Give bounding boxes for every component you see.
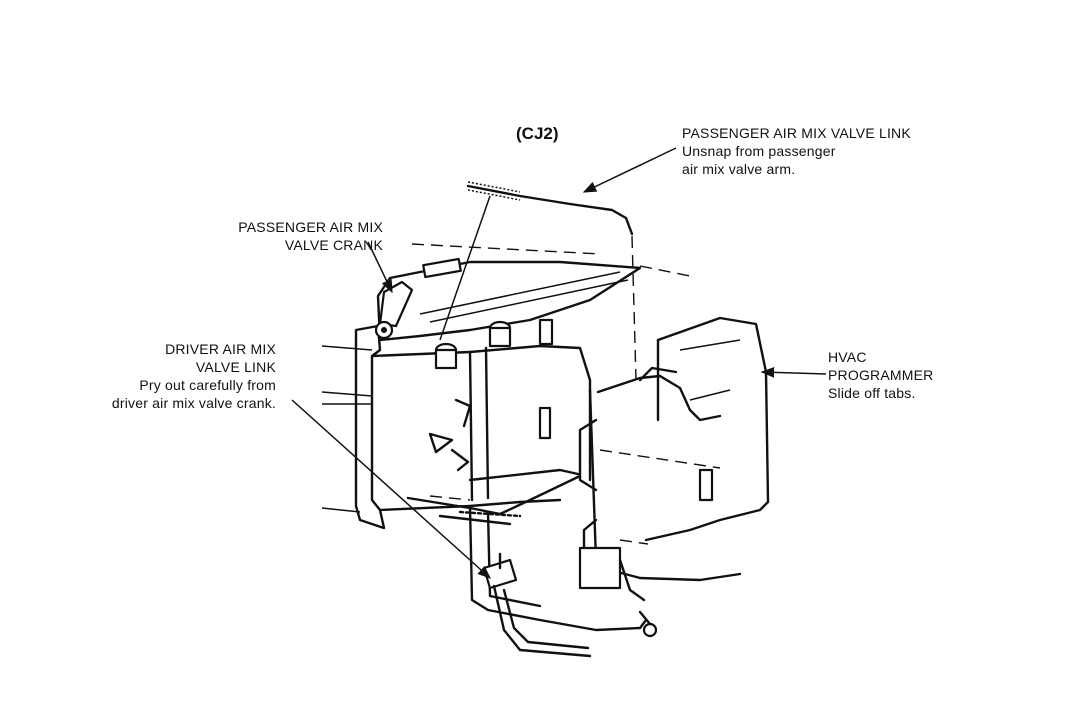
passenger-crank-line2: VALVE CRANK [284,237,383,253]
programmer-line1: HVAC [828,349,867,365]
passenger-link-line2: air mix valve arm. [682,161,796,177]
reference-lines [321,235,721,545]
programmer-line2: PROGRAMMER [828,367,934,383]
diagram-code: (CJ2) [516,124,559,143]
leader-arrows [291,147,827,579]
driver-link-line4: driver air mix valve crank. [111,395,276,411]
hvac-programmer [578,316,770,638]
driver-link-line1: DRIVER AIR MIX [165,341,276,357]
passenger-link-line1: Unsnap from passenger [682,143,836,159]
passenger-link-label: PASSENGER AIR MIX VALVE LINK Unsnap from… [682,124,911,178]
programmer-line3: Slide off tabs. [828,385,916,401]
driver-link-line3: Pry out carefully from [139,377,276,393]
driver-air-mix-valve-link [482,552,592,658]
passenger-link-title: PASSENGER AIR MIX VALVE LINK [682,125,911,141]
passenger-crank-line1: PASSENGER AIR MIX [238,219,383,235]
driver-link-label: DRIVER AIR MIX VALVE LINK Pry out carefu… [60,340,276,412]
passenger-crank-label: PASSENGER AIR MIX VALVE CRANK [200,218,383,254]
driver-link-line2: VALVE LINK [195,359,276,375]
passenger-air-mix-valve-link [439,181,634,341]
programmer-label: HVAC PROGRAMMER Slide off tabs. [828,348,933,402]
